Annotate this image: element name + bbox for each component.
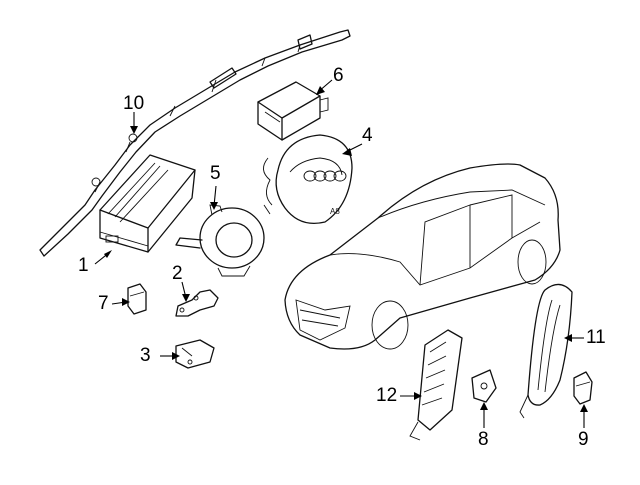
vehicle-sedan [284, 163, 561, 350]
callout-3: 3 [140, 345, 151, 366]
passenger-airbag-module [99, 154, 196, 253]
impact-sensor-center [471, 369, 497, 403]
callout-6: 6 [333, 65, 344, 86]
sensor-bracket [175, 289, 219, 317]
emblem-label: A8 [330, 207, 340, 216]
callout-2: 2 [172, 263, 183, 284]
steering-wheel-airbag [263, 134, 353, 225]
clock-spring [175, 204, 265, 277]
leader-lines [94, 79, 588, 428]
airbag-control-module [257, 81, 329, 141]
callout-12: 12 [376, 385, 398, 406]
callout-1: 1 [78, 255, 89, 276]
callout-8: 8 [478, 429, 489, 450]
impact-sensor-right [573, 371, 593, 405]
callout-7: 7 [98, 293, 109, 314]
callout-9: 9 [578, 429, 589, 450]
callout-4: 4 [362, 125, 373, 146]
callout-10: 10 [123, 93, 145, 114]
seat-side-airbag [409, 329, 463, 441]
side-airbag-tall [519, 283, 573, 419]
mounting-bracket [175, 339, 215, 369]
impact-sensor-left [127, 283, 147, 315]
curtain-airbag [39, 29, 351, 257]
callout-5: 5 [210, 163, 221, 184]
callout-11: 11 [586, 327, 606, 348]
